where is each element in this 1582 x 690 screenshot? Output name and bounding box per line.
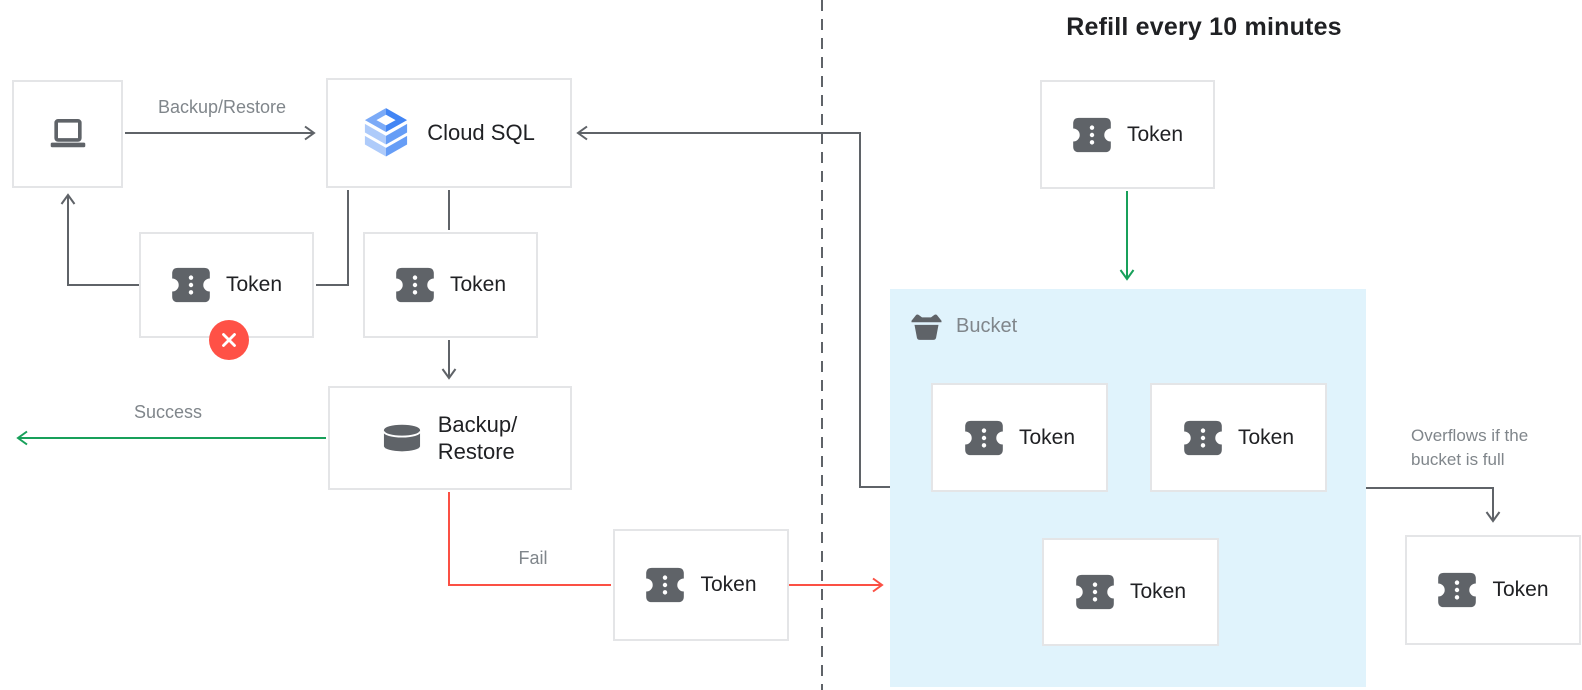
token-box-bucket-1: Token — [931, 383, 1108, 492]
token-box-fail-return: Token — [613, 529, 789, 641]
token-label: Token — [1237, 425, 1295, 449]
token-icon — [1075, 574, 1115, 610]
token-icon — [171, 267, 211, 303]
x-icon — [222, 333, 236, 347]
edge-overflow — [1366, 487, 1501, 523]
cloudsql-label: Cloud SQL — [427, 120, 535, 145]
database-icon — [383, 424, 421, 453]
token-label: Token — [1018, 425, 1076, 449]
token-box-consumed: Token — [139, 232, 314, 360]
edge-label-fail: Fail — [518, 548, 548, 568]
edge-label-success: Success — [133, 402, 203, 422]
refill-title: Refill every 10 minutes — [1066, 13, 1342, 41]
token-label: Token — [1129, 580, 1187, 603]
token-icon — [645, 567, 685, 603]
token-label: Token — [449, 273, 507, 296]
token-label: Token — [700, 573, 757, 596]
client-node — [12, 80, 123, 188]
edge-cloudsql-to-consumed-token — [316, 190, 349, 286]
bucket-icon — [910, 311, 943, 341]
edge-consumed-token-to-client — [60, 193, 139, 286]
edge-label-backup-restore: Backup/Restore — [157, 97, 287, 117]
bucket-region: Bucket Token Token Token — [890, 289, 1366, 687]
backup-restore-node: Backup/ Restore — [328, 386, 572, 490]
token-label: Token — [225, 273, 283, 296]
edge-bucket-to-cloudsql — [576, 125, 890, 488]
error-badge — [209, 320, 249, 360]
token-box-inflight: Token — [363, 232, 538, 338]
token-box-overflow: Token — [1405, 535, 1581, 645]
cloudsql-node: Cloud SQL — [326, 78, 572, 188]
bucket-label: Bucket — [956, 314, 1018, 337]
token-box-refill: Token — [1040, 80, 1215, 189]
token-label: Token — [1126, 122, 1184, 146]
token-label: Token — [1492, 578, 1549, 601]
token-box-bucket-2: Token — [1150, 383, 1327, 492]
laptop-icon — [48, 119, 88, 150]
token-icon — [964, 420, 1004, 456]
bucket-header: Bucket — [910, 311, 1017, 341]
edge-label-overflow: Overflows if the bucket is full — [1411, 426, 1529, 469]
cloud-sql-stack-icon — [363, 108, 409, 158]
token-icon — [1072, 117, 1112, 153]
token-icon — [1437, 572, 1477, 608]
token-icon — [1183, 420, 1223, 456]
token-box-bucket-3: Token — [1042, 538, 1219, 646]
token-icon — [395, 267, 435, 303]
backup-restore-label: Backup/ Restore — [437, 412, 518, 464]
edge-fail — [448, 492, 611, 586]
